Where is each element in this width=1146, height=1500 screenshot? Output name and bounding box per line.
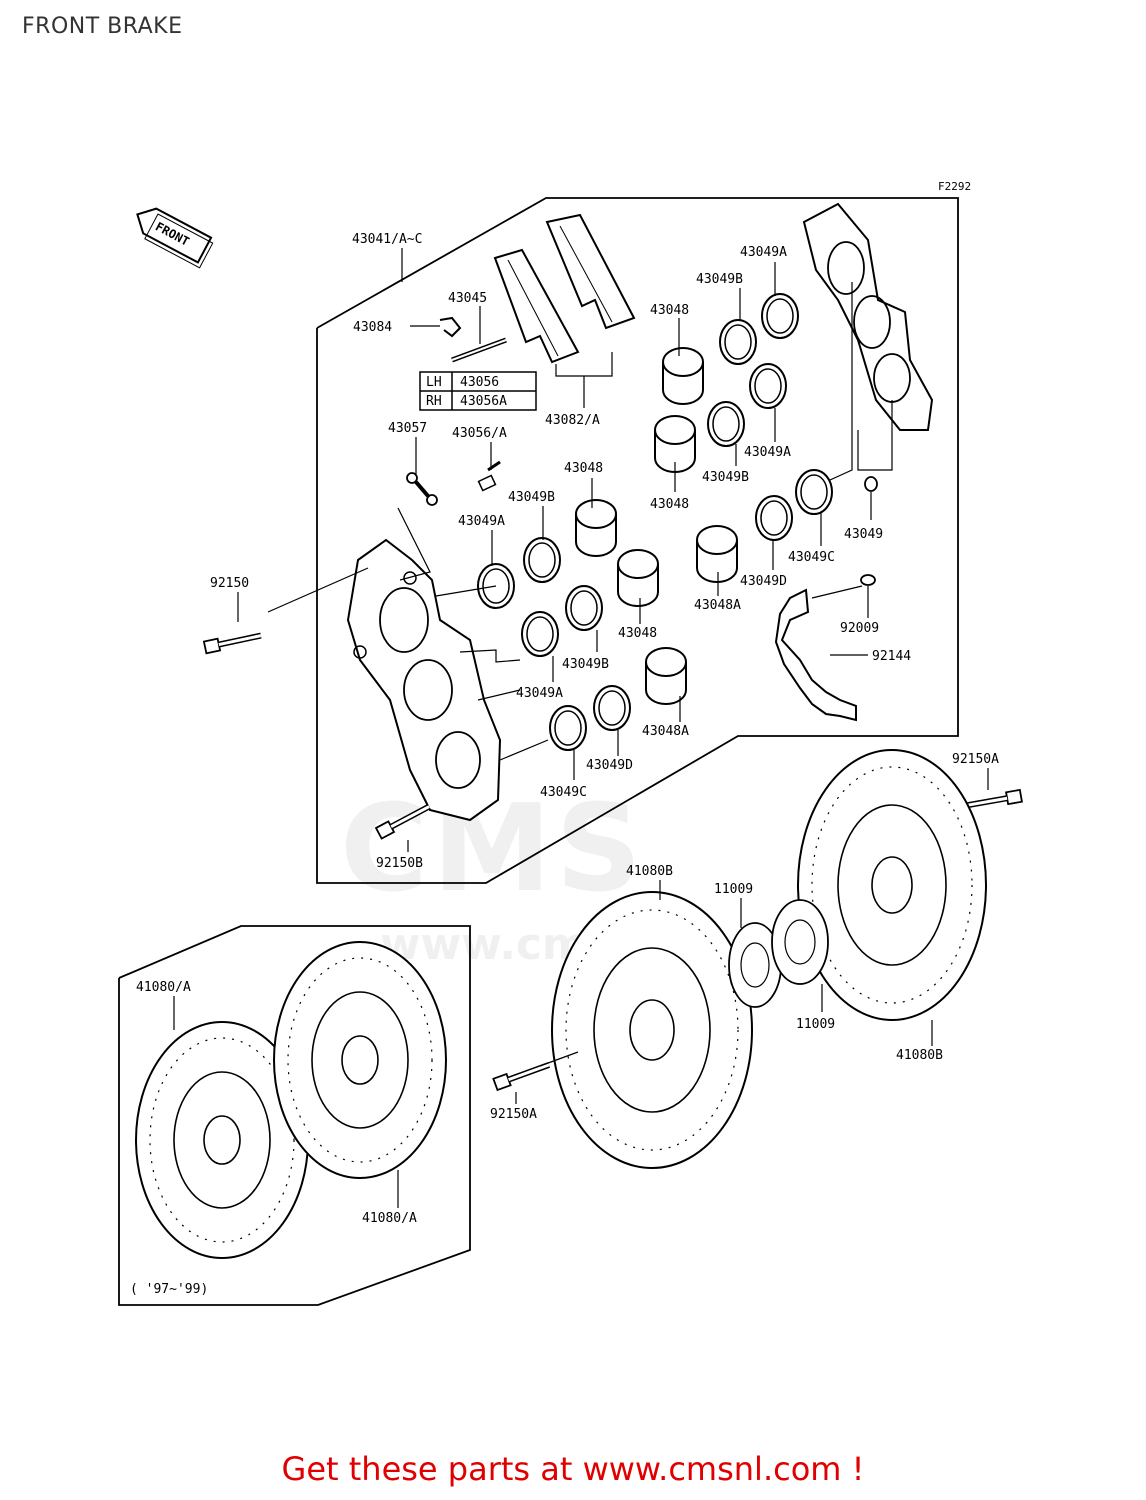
label-43049b-top: 43049B [696,272,743,287]
figure-code: F2292 [938,180,971,193]
label-43082: 43082/A [545,413,600,428]
brake-pad-outer [545,213,636,330]
label-43048a-l: 43048A [642,724,689,739]
label-41080a-b: 41080/A [362,1211,417,1226]
label-41080b-center: 41080B [626,864,673,879]
label-43049b-l2: 43049B [562,657,609,672]
label-43049c-right: 43049C [788,550,835,565]
label-43049a-l1: 43049A [458,514,505,529]
caliper-assembly-frame [316,197,959,884]
label-92150a-center: 92150A [490,1107,537,1122]
label-43045: 43045 [448,291,487,306]
label-43049a-mid: 43049A [744,445,791,460]
side-table: LH 43056 RH 43056A [419,371,537,411]
pad-spring [774,588,857,722]
label-92150a-right: 92150A [952,752,999,767]
brake-disc-lower-right [273,941,447,1179]
label-43048-l1: 43048 [564,461,603,476]
link-plate [406,472,438,506]
parts-diagram: F2292 FRONT [118,180,1146,1306]
label-43048-mid: 43048 [650,497,689,512]
brake-pad-inner [493,248,580,364]
leader-lines [173,248,989,1208]
label-43041: 43041/A~C [352,232,422,247]
label-43084: 43084 [353,320,392,335]
label-92150: 92150 [210,576,249,591]
table-part-lh: 43056 [460,375,499,390]
label-43049b-l1: 43049B [508,490,555,505]
label-43049c-l: 43049C [540,785,587,800]
label-43049a-top: 43049A [740,245,787,260]
label-43049a-l2: 43049A [516,686,563,701]
label-43048-l2: 43048 [618,626,657,641]
label-11009-a: 11009 [714,882,753,897]
shim-b [771,899,829,985]
label-43048-top: 43048 [650,303,689,318]
label-43049b-mid: 43049B [702,470,749,485]
label-41080b-right: 41080B [896,1048,943,1063]
front-arrow-icon: FRONT [136,207,214,269]
table-side-lh: LH [426,375,442,390]
label-92009: 92009 [840,621,879,636]
table-part-rh: 43056A [460,394,507,409]
label-92150b: 92150B [376,856,423,871]
footer-link[interactable]: Get these parts at www.cmsnl.com ! [281,1450,865,1488]
label-43057: 43057 [388,421,427,436]
bleeder-valve [477,460,501,492]
optional-disc-frame [118,925,471,1306]
label-43056a: 43056/A [452,426,507,441]
label-41080a-a: 41080/A [136,980,191,995]
label-92144: 92144 [872,649,911,664]
label-43049d-right: 43049D [740,574,787,589]
pad-screw [860,574,876,586]
brake-disc-right [797,749,987,1021]
pin-clip [439,316,462,338]
table-side-rh: RH [426,394,442,409]
label-43049d-l: 43049D [586,758,633,773]
label-11009-b: 11009 [796,1017,835,1032]
caliper-body-left [346,538,502,822]
label-years: ( '97~'99) [130,1282,208,1297]
caliper-body-right [802,202,934,431]
label-43049-right: 43049 [844,527,883,542]
brake-disc-center [551,891,753,1169]
label-43048a-right: 43048A [694,598,741,613]
page-title: FRONT BRAKE [22,14,183,39]
